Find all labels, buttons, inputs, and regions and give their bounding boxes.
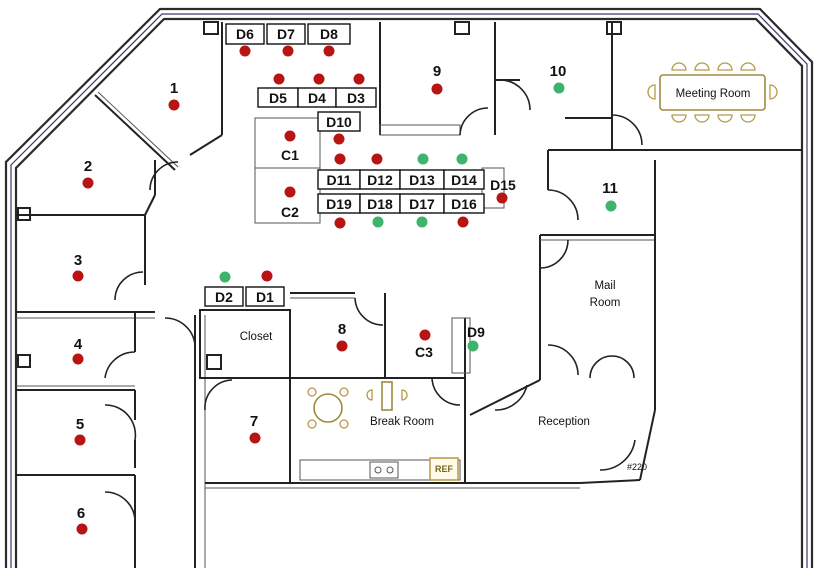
- meeting-table-group: [647, 62, 778, 123]
- status-dot-D19[interactable]: [334, 217, 346, 229]
- room-label-2: 2: [84, 158, 92, 175]
- desk-label-D7: D7: [277, 26, 295, 42]
- status-dot-D2[interactable]: [219, 271, 231, 283]
- desk-label-C1: C1: [281, 147, 299, 163]
- status-dot-D11[interactable]: [334, 153, 346, 165]
- sink: [369, 461, 399, 479]
- status-dot-D10[interactable]: [333, 133, 345, 145]
- desk-box-D10[interactable]: [317, 111, 361, 132]
- status-markers: [72, 45, 617, 535]
- status-dot-room-11[interactable]: [605, 200, 617, 212]
- suite-number: #220: [627, 462, 647, 472]
- refrigerator-label: REF: [435, 464, 454, 474]
- status-dot-D4[interactable]: [313, 73, 325, 85]
- room-label-6: 6: [77, 505, 85, 522]
- mail-room-label-line1: Mail: [594, 280, 615, 292]
- desk-label-D19: D19: [326, 196, 352, 212]
- status-dot-room-6[interactable]: [76, 523, 88, 535]
- desk-label-D3: D3: [347, 90, 365, 106]
- desk-boxes: [204, 23, 485, 307]
- status-dot-room-10[interactable]: [553, 82, 565, 94]
- desk-label-D11: D11: [327, 172, 352, 188]
- status-dot-D14[interactable]: [456, 153, 468, 165]
- refrigerator: [429, 457, 459, 481]
- status-dot-D8[interactable]: [323, 45, 335, 57]
- desk-label-C3: C3: [415, 344, 433, 360]
- status-dot-D3[interactable]: [353, 73, 365, 85]
- room-labels: 1 2 3 4 5 6 7 8 9 10 11 Meeting Room Mai…: [74, 63, 751, 522]
- status-dot-C3[interactable]: [419, 329, 431, 341]
- status-dot-D15[interactable]: [496, 192, 508, 204]
- room-label-8: 8: [338, 321, 346, 338]
- status-dot-room-4[interactable]: [72, 353, 84, 365]
- desk-label-D2: D2: [215, 289, 233, 305]
- room-label-1: 1: [170, 80, 178, 97]
- desk-label-D13: D13: [409, 172, 435, 188]
- desk-label-D15: D15: [490, 177, 516, 193]
- status-dot-room-9[interactable]: [431, 83, 443, 95]
- desk-label-D10: D10: [326, 114, 352, 130]
- desk-box-D3[interactable]: [335, 87, 377, 108]
- room-label-7: 7: [250, 413, 258, 430]
- status-dot-D16[interactable]: [457, 216, 469, 228]
- status-dot-D13[interactable]: [417, 153, 429, 165]
- small-table: [381, 381, 393, 411]
- desk-label-D1: D1: [256, 289, 274, 305]
- meeting-chairs: [647, 62, 778, 123]
- desk-box-D16[interactable]: [443, 193, 485, 214]
- desk-labels: D6 D7 D8 D5 D4 D3 D10 C1 C2 D11 D12 D13 …: [215, 26, 516, 360]
- desk-label-D17: D17: [409, 196, 435, 212]
- status-dot-D18[interactable]: [372, 216, 384, 228]
- break-room-label: Break Room: [370, 416, 434, 428]
- status-dot-room-8[interactable]: [336, 340, 348, 352]
- desk-box-D2[interactable]: [204, 286, 244, 307]
- room-label-5: 5: [76, 416, 84, 433]
- room-label-4: 4: [74, 336, 83, 353]
- room-label-9: 9: [433, 63, 441, 80]
- desk-label-D6: D6: [236, 26, 254, 42]
- desk-label-D18: D18: [367, 196, 393, 212]
- break-room-furniture: REF: [307, 381, 459, 481]
- desk-box-D8[interactable]: [307, 23, 351, 45]
- status-dot-D5[interactable]: [273, 73, 285, 85]
- status-dot-D1[interactable]: [261, 270, 273, 282]
- desk-label-C2: C2: [281, 204, 299, 220]
- closet-label: Closet: [240, 331, 273, 343]
- desk-box-D7[interactable]: [266, 23, 306, 45]
- door-swings: [104, 79, 643, 521]
- desk-box-D1[interactable]: [245, 286, 285, 307]
- desk-label-D4: D4: [308, 90, 326, 106]
- status-dot-C2[interactable]: [284, 186, 296, 198]
- room-label-10: 10: [550, 63, 567, 80]
- status-dot-C1[interactable]: [284, 130, 296, 142]
- status-dot-room-1[interactable]: [168, 99, 180, 111]
- desk-label-D9: D9: [467, 324, 485, 340]
- room-label-3: 3: [74, 252, 82, 269]
- desk-label-D8: D8: [320, 26, 338, 42]
- round-table: [313, 393, 343, 423]
- status-dot-room-2[interactable]: [82, 177, 94, 189]
- desk-label-D12: D12: [367, 172, 393, 188]
- status-dot-D9[interactable]: [467, 340, 479, 352]
- interior-walls: [16, 21, 802, 568]
- desk-label-D14: D14: [451, 172, 477, 188]
- mail-room-label-line2: Room: [590, 297, 621, 309]
- status-dot-D17[interactable]: [416, 216, 428, 228]
- status-dot-room-7[interactable]: [249, 432, 261, 444]
- status-dot-D12[interactable]: [371, 153, 383, 165]
- room-label-11: 11: [602, 180, 618, 197]
- desk-box-D6[interactable]: [225, 23, 265, 45]
- status-dot-room-3[interactable]: [72, 270, 84, 282]
- status-dot-D7[interactable]: [282, 45, 294, 57]
- status-dot-room-5[interactable]: [74, 434, 86, 446]
- desk-label-D5: D5: [269, 90, 287, 106]
- reception-label: Reception: [538, 416, 590, 428]
- status-dot-D6[interactable]: [239, 45, 251, 57]
- desk-label-D16: D16: [451, 196, 477, 212]
- meeting-table: [659, 74, 766, 111]
- desk-box-D14[interactable]: [443, 169, 485, 190]
- meeting-room-label: Meeting Room: [676, 88, 751, 100]
